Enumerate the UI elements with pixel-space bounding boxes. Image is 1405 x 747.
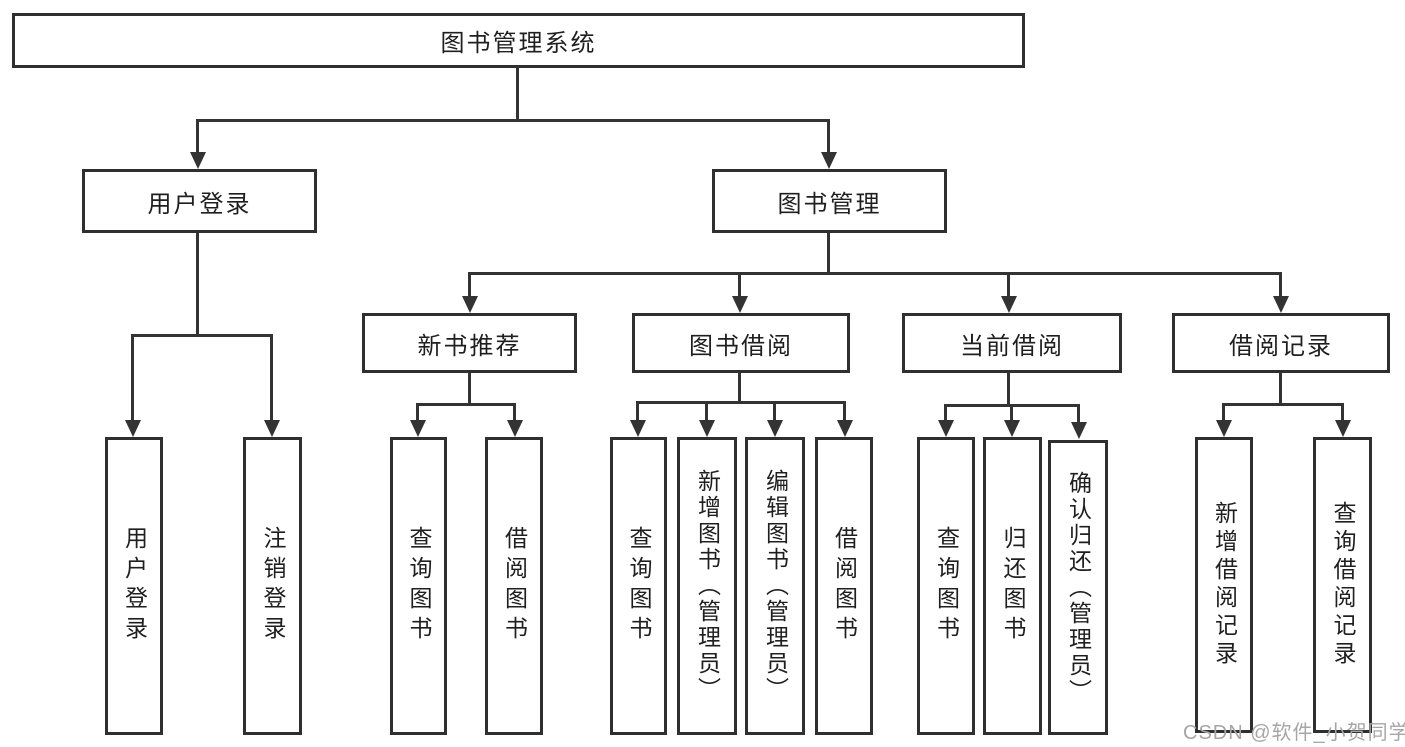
- connector-line: [1077, 404, 1080, 422]
- connector-line: [416, 403, 516, 406]
- connector-line: [1341, 403, 1344, 422]
- node-label: 查询图书: [933, 526, 960, 646]
- arrow-down-icon: [410, 420, 426, 437]
- arrow-down-icon: [1001, 296, 1017, 313]
- arrow-down-icon: [1071, 422, 1087, 439]
- node-label: 查询图书: [626, 526, 652, 646]
- connector-line: [636, 401, 639, 422]
- connector-line: [1007, 373, 1010, 407]
- leaf-query-books: 查询图书: [390, 437, 447, 735]
- connector-line: [705, 401, 708, 422]
- arrow-down-icon: [1335, 420, 1351, 437]
- node-label: 图书管理系统: [440, 30, 597, 57]
- connector-line: [1222, 403, 1344, 406]
- arrow-down-icon: [1004, 420, 1020, 437]
- arrow-down-icon: [125, 420, 141, 437]
- node-label: 借阅图书: [831, 526, 858, 646]
- leaf-add-books-admin: 新增图书（管理员）: [677, 437, 737, 735]
- arrow-down-icon: [732, 296, 748, 313]
- leaf-confirm-return-admin: 确认归还（管理员）: [1048, 440, 1108, 735]
- connector-line: [1222, 403, 1225, 422]
- connector-line: [1010, 404, 1013, 422]
- connector-line: [196, 233, 199, 337]
- arrow-down-icon: [821, 152, 837, 169]
- connector-line: [636, 401, 846, 404]
- connector-line: [944, 404, 947, 422]
- connector-line: [270, 334, 273, 422]
- connector-line: [513, 403, 516, 422]
- node-label: 借阅图书: [501, 526, 528, 646]
- leaf-add-borrow-record: 新增借阅记录: [1195, 437, 1253, 733]
- connector-line: [1279, 373, 1282, 406]
- csdn-watermark: CSDN @软件_小贺同学: [1183, 722, 1405, 744]
- node-current-borrow: 当前借阅: [902, 313, 1122, 373]
- connector-line: [1007, 272, 1010, 298]
- leaf-borrow-books-2: 借阅图书: [815, 437, 873, 735]
- connector-line: [773, 401, 776, 422]
- connector-line: [738, 373, 741, 404]
- node-label: 注销登录: [260, 526, 286, 646]
- connector-line: [738, 272, 741, 298]
- connector-line: [468, 272, 1282, 275]
- connector-line: [516, 66, 519, 121]
- arrow-down-icon: [190, 152, 206, 169]
- connector-line: [1279, 272, 1282, 298]
- node-label: 新增借阅记录: [1211, 501, 1238, 669]
- node-label: 图书管理: [777, 190, 882, 218]
- arrow-down-icon: [699, 420, 715, 437]
- arrow-down-icon: [462, 296, 478, 313]
- arrow-down-icon: [837, 420, 853, 437]
- connector-line: [468, 373, 471, 406]
- node-library-system-root: 图书管理系统: [12, 13, 1025, 68]
- node-label: 归还图书: [1000, 526, 1026, 646]
- node-label: 确认归还（管理员）: [1065, 470, 1092, 705]
- node-user-login: 用户登录: [82, 169, 317, 233]
- connector-line: [197, 119, 830, 122]
- node-book-management: 图书管理: [712, 169, 947, 233]
- arrow-down-icon: [1216, 420, 1232, 437]
- node-label: 借阅记录: [1229, 332, 1333, 360]
- node-label: 编辑图书（管理员）: [762, 469, 789, 703]
- node-label: 用户登录: [121, 526, 148, 646]
- connector-line: [843, 401, 846, 422]
- connector-line: [131, 334, 134, 422]
- leaf-query-borrow-record: 查询借阅记录: [1313, 437, 1372, 733]
- leaf-user-login: 用户登录: [105, 437, 163, 735]
- node-label: 新书推荐: [417, 332, 522, 360]
- leaf-query-books-3: 查询图书: [917, 437, 975, 735]
- connector-line: [196, 119, 199, 155]
- arrow-down-icon: [767, 420, 783, 437]
- node-label: 当前借阅: [960, 332, 1064, 360]
- node-borrow-records: 借阅记录: [1172, 313, 1390, 373]
- leaf-return-books: 归还图书: [983, 437, 1042, 735]
- connector-line: [827, 233, 830, 275]
- arrow-down-icon: [1273, 296, 1289, 313]
- node-label: 用户登录: [147, 190, 252, 218]
- arrow-down-icon: [264, 420, 280, 437]
- leaf-edit-books-admin: 编辑图书（管理员）: [745, 437, 805, 735]
- connector-line: [416, 403, 419, 422]
- arrow-down-icon: [938, 420, 954, 437]
- connector-line: [468, 272, 471, 298]
- node-label: 新增图书（管理员）: [694, 469, 721, 703]
- arrow-down-icon: [630, 420, 646, 437]
- node-label: 图书借阅: [689, 332, 793, 360]
- connector-line: [131, 334, 273, 337]
- leaf-borrow-books: 借阅图书: [485, 437, 543, 735]
- arrow-down-icon: [507, 420, 523, 437]
- connector-line: [827, 119, 830, 155]
- leaf-logout: 注销登录: [243, 437, 302, 735]
- node-book-borrow: 图书借阅: [632, 313, 850, 373]
- leaf-query-books-2: 查询图书: [610, 437, 667, 735]
- node-label: 查询借阅记录: [1330, 501, 1356, 669]
- node-label: 查询图书: [406, 526, 432, 646]
- node-new-book-recommend: 新书推荐: [362, 313, 577, 373]
